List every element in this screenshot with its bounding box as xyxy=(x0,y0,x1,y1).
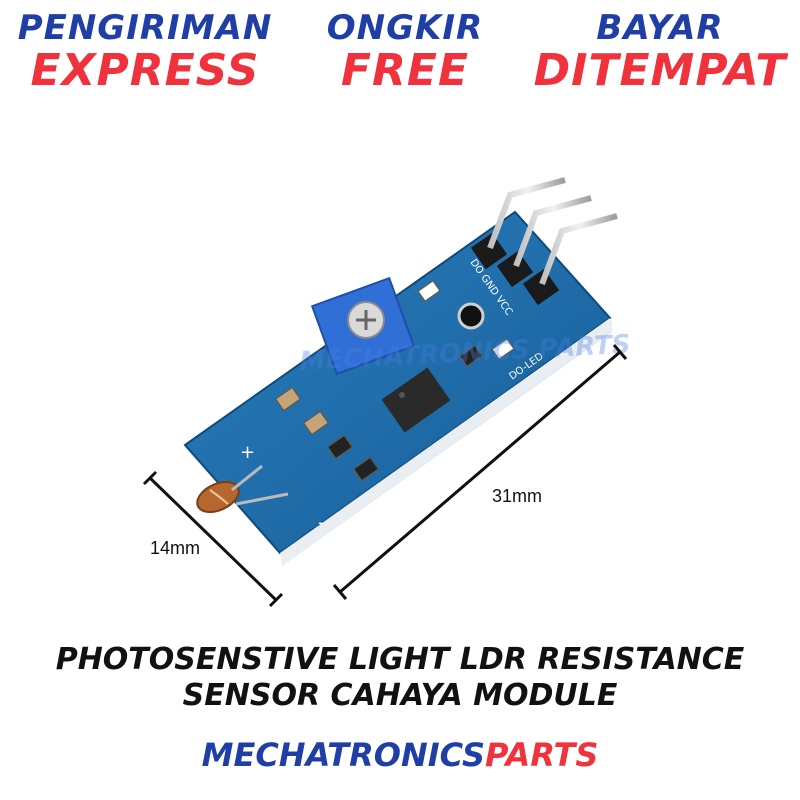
banner-postage-bottom: FREE xyxy=(340,45,470,96)
banner-cod-top: BAYAR xyxy=(596,8,724,48)
product-title-line1: PHOTOSENSTIVE LIGHT LDR RESISTANCE xyxy=(55,642,745,677)
dimension-line-width xyxy=(332,344,628,600)
potentiometer xyxy=(310,276,416,376)
pcb-side xyxy=(280,318,612,566)
silk-plus: + xyxy=(240,442,255,463)
banner-postage: ONGKIR FREE xyxy=(290,8,520,94)
silk-pwr-led: PWR-LED xyxy=(390,242,434,277)
dimension-height-label: 14mm xyxy=(150,538,201,558)
header-pins xyxy=(470,177,618,306)
product-title-line2: SENSOR CAHAYA MODULE xyxy=(182,678,618,713)
banner-shipping-bottom: EXPRESS xyxy=(30,45,260,96)
brand-name: MECHATRONICSPARTS xyxy=(0,736,800,774)
brand-part1: MECHATRONICS xyxy=(201,736,486,774)
banner-cod-bottom: DITEMPAT xyxy=(533,45,787,96)
banner-shipping: PENGIRIMAN EXPRESS xyxy=(0,8,290,94)
banner-postage-top: ONGKIR xyxy=(326,8,484,48)
dimension-line-height xyxy=(142,470,284,608)
mounting-hole xyxy=(457,302,485,330)
banner-shipping-top: PENGIRIMAN xyxy=(17,8,273,48)
smd-components xyxy=(275,280,515,482)
ic-chip xyxy=(381,367,451,433)
banner-cod: BAYAR DITEMPAT xyxy=(520,8,800,94)
silk-minus: - xyxy=(318,512,325,533)
dimension-width-label: 31mm xyxy=(492,486,543,506)
ldr-sensor xyxy=(196,464,289,514)
brand-part2: PARTS xyxy=(485,736,599,774)
